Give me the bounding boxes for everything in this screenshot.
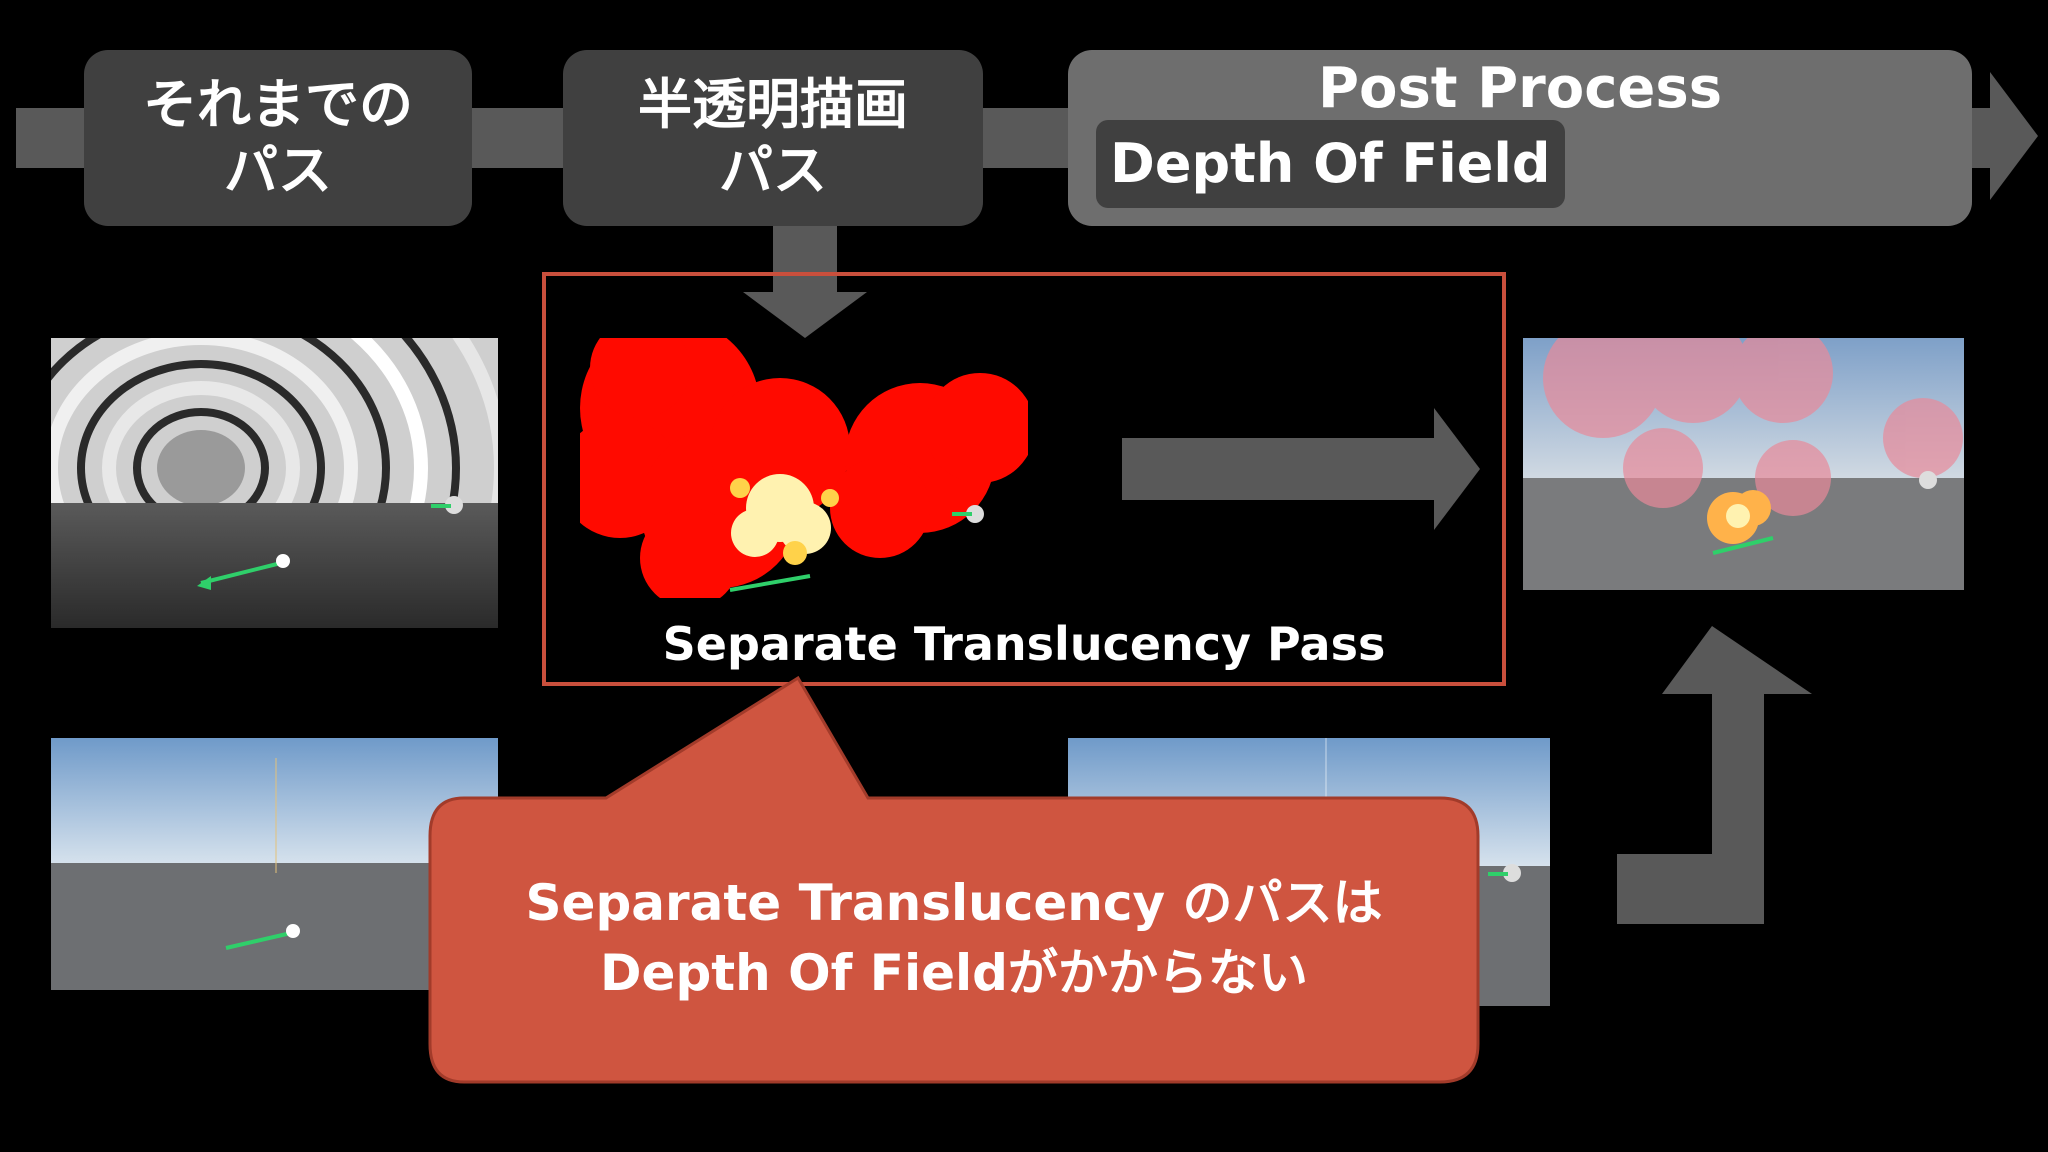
stage-translucency-pass: 半透明描画 パス [563,50,983,226]
sky-scene-image-left [51,738,498,990]
callout-text-line1: Separate Translucency のパスは [525,874,1383,932]
callout-text-line2: Depth Of Fieldがかからない [600,944,1308,1002]
final-result-image [1523,338,1964,590]
separate-translucency-highlight-box [542,272,1506,686]
down-arrow [743,226,867,338]
up-turn-arrow [1617,626,1812,924]
fire-smoke-image [580,338,1028,598]
stage-translucency-line2: パス [719,139,827,202]
stage-post-process: Post Process Depth Of Field [1068,50,1972,226]
depth-of-field-label: Depth Of Field [1096,120,1565,208]
stage-translucency-line1: 半透明描画 [638,73,908,136]
stage-previous-passes-line2: パス [224,139,332,202]
right-arrow [1122,408,1480,530]
translucency-render-thumbnail [580,338,1028,598]
sky-scene-thumbnail-left [51,738,498,990]
callout-bubble [428,676,1480,1084]
separate-translucency-caption: Separate Translucency Pass [662,617,1386,671]
tunnel-scene-image [51,338,498,628]
tunnel-scene-thumbnail [51,338,498,628]
stage-previous-passes-line1: それまでの [143,73,413,136]
stage-previous-passes: それまでの パス [84,50,472,226]
post-process-title: Post Process [1317,56,1723,121]
final-result-thumbnail [1523,338,1964,590]
